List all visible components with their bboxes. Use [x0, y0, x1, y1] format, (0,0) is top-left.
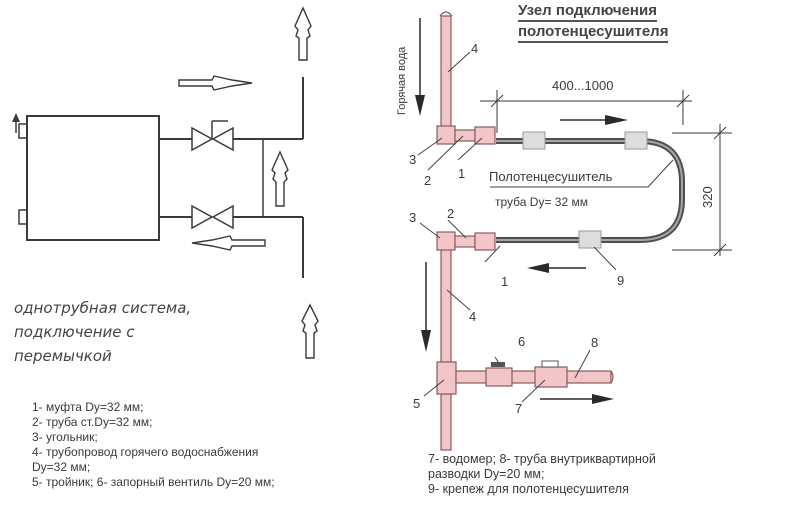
legend-item: Dy=32 мм; — [32, 460, 91, 474]
dimension-width — [480, 90, 692, 133]
dryer-mount — [624, 131, 648, 150]
elbow-top — [436, 125, 456, 145]
legend-item: 5- тройник; 6- запорный вентиль Dy=20 мм… — [32, 475, 275, 489]
pipe-spec-label: труба Dy= 32 мм — [495, 195, 588, 209]
callout-2-bottom: 2 — [447, 206, 454, 221]
dryer-mount — [578, 230, 602, 249]
riser-pipe-top — [440, 15, 452, 131]
radiator-top-plug — [18, 123, 28, 139]
callout-4-bottom: 4 — [469, 309, 476, 324]
legend-left: 1- муфта Dy=32 мм; 2- труба ст.Dy=32 мм;… — [32, 400, 275, 490]
flow-arrow-up-top — [294, 6, 312, 61]
title-line-1: Узел подключения — [518, 2, 657, 22]
meter-head-icon — [541, 360, 559, 368]
height-dimension-label: 320 — [700, 186, 715, 208]
left-caption: однотрубная система, подключение с перем… — [14, 296, 191, 368]
title-line-2: полотенцесушителя — [518, 23, 669, 43]
tee-fitting — [436, 361, 457, 395]
callout-2-top: 2 — [424, 173, 431, 188]
legend-right: 7- водомер; 8- труба внутриквартирной ра… — [428, 452, 656, 497]
flow-arrow-riser-down — [421, 262, 431, 352]
legend-item: 7- водомер; 8- труба внутриквартирной — [428, 452, 656, 466]
callout-6: 6 — [518, 334, 525, 349]
callout-8: 8 — [591, 335, 598, 350]
legend-item: 2- труба ст.Dy=32 мм; — [32, 415, 153, 429]
flow-arrow-left — [191, 235, 266, 251]
legend-item: 4- трубопровод горячего водоснабжения — [32, 445, 259, 459]
caption-line: перемычкой — [14, 347, 112, 365]
shutoff-valve — [485, 367, 513, 387]
towel-dryer-label: Полотенцесушитель — [489, 169, 613, 184]
valve-handle-icon — [491, 362, 505, 367]
riser-pipe-bottom — [440, 393, 452, 451]
coupling-bottom — [474, 232, 496, 251]
elbow-bottom — [436, 231, 456, 251]
flow-arrow-up-bottom — [301, 303, 319, 359]
callout-3-top: 3 — [409, 152, 416, 167]
legend-item: 1- муфта Dy=32 мм; — [32, 400, 144, 414]
flow-arrow-right — [178, 75, 253, 91]
hot-water-flow-arrow — [415, 18, 425, 116]
air-vent-icon — [12, 113, 20, 133]
width-dimension-label: 400...1000 — [552, 78, 613, 93]
legend-item: 9- крепеж для полотенцесушителя — [428, 482, 629, 496]
pipe-nipple-top — [454, 129, 476, 142]
diagram-title: Узел подключения полотенцесушителя — [518, 2, 669, 44]
caption-line: подключение с — [14, 323, 135, 341]
callout-1-bottom: 1 — [501, 274, 508, 289]
callout-5: 5 — [413, 396, 420, 411]
bottom-valve-icon — [191, 204, 234, 230]
callout-9: 9 — [617, 273, 624, 288]
flow-arrow-dryer-right — [560, 115, 628, 125]
one-pipe-schematic — [12, 77, 304, 278]
hot-water-label: Горячая вода — [396, 46, 408, 115]
water-meter — [534, 366, 568, 388]
branch-pipe — [455, 370, 612, 384]
towel-dryer-pipe — [496, 138, 685, 243]
dimension-height — [672, 124, 732, 257]
top-valve-icon — [191, 120, 234, 152]
callout-3-bottom: 3 — [409, 210, 416, 225]
legend-item: 3- угольник; — [32, 430, 98, 444]
dryer-mount — [522, 131, 546, 150]
riser-pipe-middle — [440, 247, 452, 363]
flow-arrow-dryer-left — [527, 263, 586, 273]
radiator — [26, 115, 160, 241]
radiator-bottom-plug — [18, 209, 28, 225]
caption-line: однотрубная система, — [14, 299, 192, 317]
flow-arrow-up-bypass — [271, 150, 289, 207]
callout-4-top: 4 — [471, 41, 478, 56]
callout-1-top: 1 — [458, 166, 465, 181]
flow-arrow-branch-right — [540, 394, 614, 404]
callout-7: 7 — [515, 401, 522, 416]
legend-item: разводки Dy=20 мм; — [428, 467, 545, 481]
